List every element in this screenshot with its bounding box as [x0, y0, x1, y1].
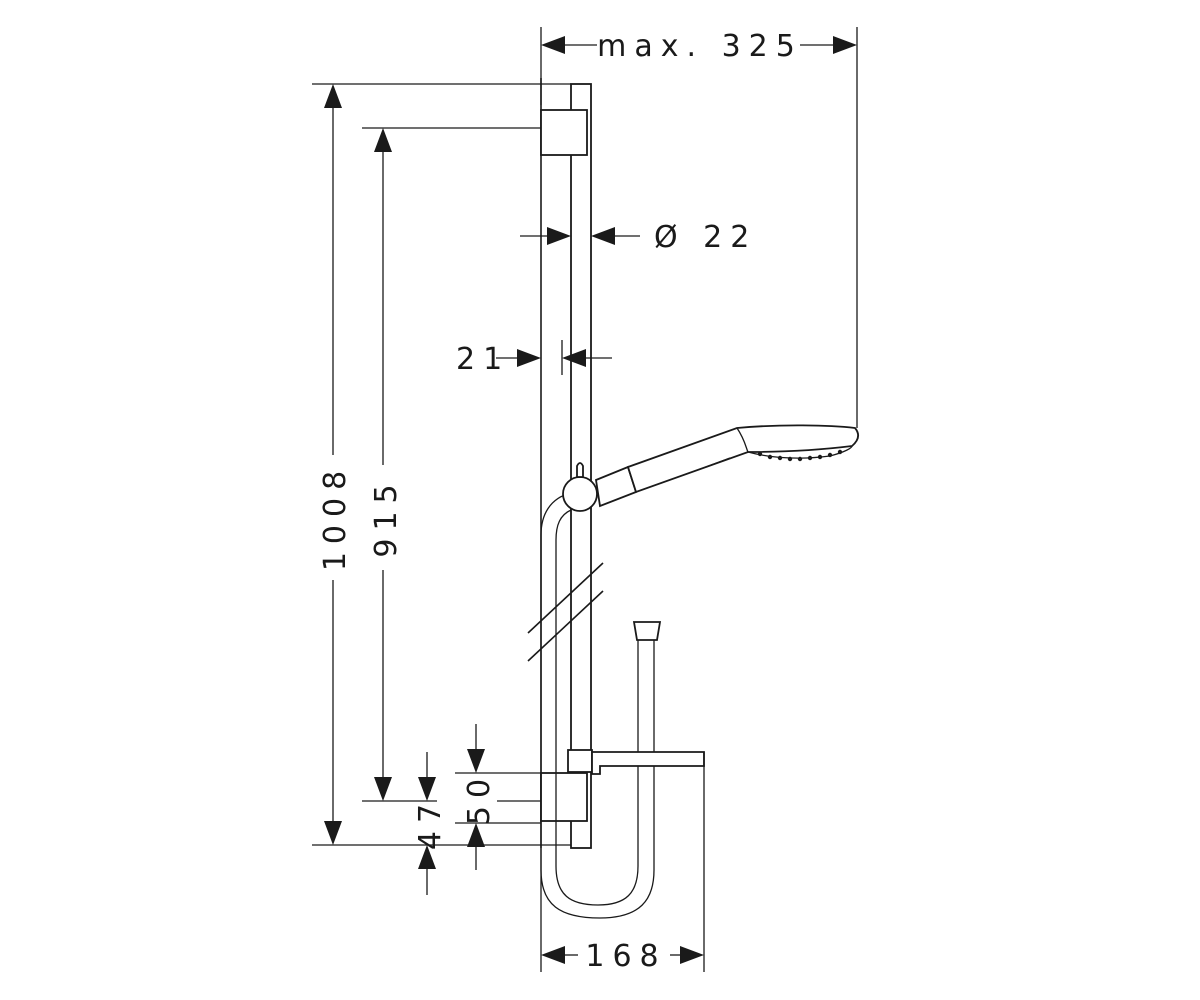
bottom-wall-bracket — [540, 772, 588, 822]
dimension-max-width: max. 325 — [540, 27, 858, 428]
dimension-total-height: 1008 — [312, 83, 571, 846]
spray-nozzles — [757, 449, 843, 462]
dimension-bottom-offset: 47 — [413, 752, 448, 895]
dimension-rail-diameter: Ø 22 — [520, 220, 757, 255]
handle-ring — [627, 466, 637, 493]
dimension-hose-support: 50 — [455, 724, 541, 870]
slider-knob — [562, 476, 598, 512]
dimension-projection: 168 — [540, 752, 705, 974]
total-height-label: 1008 — [318, 463, 353, 571]
rail-diameter-label: Ø 22 — [654, 220, 757, 255]
break-mark-upper — [527, 562, 604, 634]
dimension-bracket-spacing: 915 — [362, 127, 541, 802]
projection-label: 168 — [585, 939, 666, 974]
max-width-label: max. 325 — [597, 29, 803, 64]
bottom-offset-label: 47 — [413, 796, 448, 850]
shelf-clamp — [567, 749, 593, 773]
top-wall-bracket — [540, 109, 588, 156]
shower-hose-inner — [555, 509, 639, 906]
hose-connector — [632, 621, 662, 641]
bracket-spacing-label: 915 — [369, 476, 404, 557]
shelf-arm — [591, 751, 705, 775]
handle-groove — [705, 457, 731, 468]
hose-support-label: 50 — [462, 771, 497, 825]
wall-offset-label: 21 — [456, 342, 510, 377]
hand-shower-face — [736, 427, 749, 453]
hand-shower-body — [626, 424, 859, 494]
break-mark-lower — [527, 590, 604, 662]
shower-rail-assembly — [527, 78, 859, 919]
dimension-wall-offset: 21 — [456, 340, 612, 377]
slider-pin — [576, 462, 584, 478]
shower-hose-outer — [540, 492, 655, 919]
